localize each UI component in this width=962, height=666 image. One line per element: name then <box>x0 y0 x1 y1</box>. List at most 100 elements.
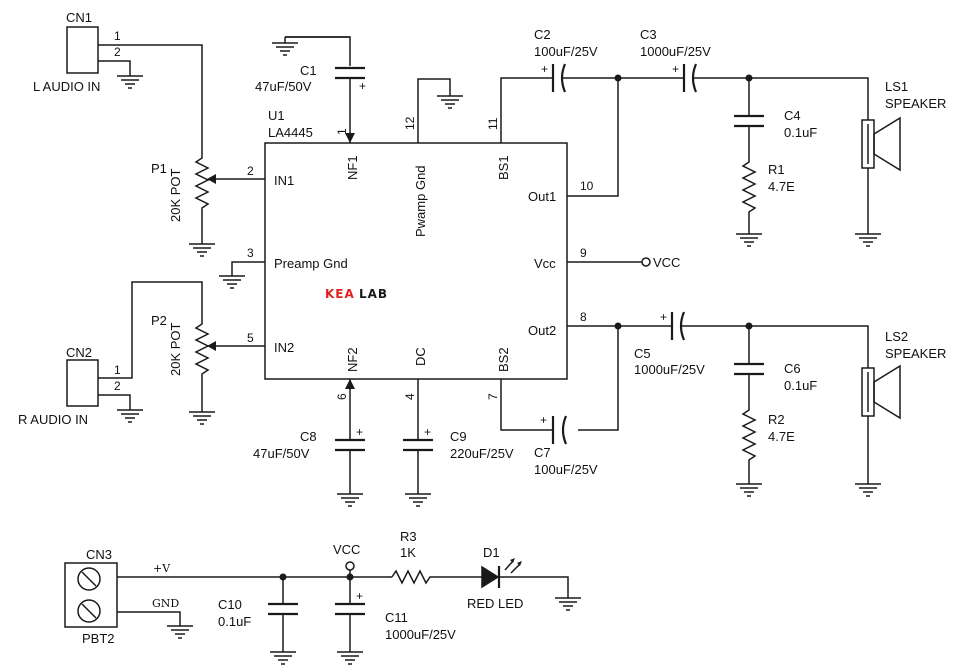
pin-num-1: 1 <box>335 128 349 135</box>
ls2-ref: LS2 <box>885 329 908 344</box>
ls2-value: SPEAKER <box>885 346 946 361</box>
ic-u1-body <box>264 142 568 380</box>
pin-label-pwamp-gnd: Pwamp Gnd <box>413 165 428 237</box>
cn1-label: L AUDIO IN <box>33 79 100 94</box>
pin-label-vcc: Vcc <box>534 256 556 271</box>
capacitor-c9 <box>403 438 433 452</box>
r3-ref: R3 <box>400 529 417 544</box>
pin-num-7: 7 <box>486 393 500 400</box>
c1-value: 47uF/50V <box>255 79 312 94</box>
pin-label-in1: IN1 <box>274 173 294 188</box>
cn3-terminal-block <box>64 562 118 628</box>
pin-num-10: 10 <box>580 179 594 193</box>
vcc-node-label: VCC <box>333 542 360 557</box>
cn3-ref: CN3 <box>86 547 112 562</box>
led-d1 <box>481 558 522 589</box>
c10-value: 0.1uF <box>218 614 251 629</box>
logo-part-1: KEA <box>325 287 355 301</box>
p1-ref: P1 <box>151 161 167 176</box>
pin-num-5: 5 <box>247 331 254 345</box>
speaker-ls1 <box>861 116 901 172</box>
pin-num-11: 11 <box>486 117 500 130</box>
c7-plus: + <box>540 413 547 427</box>
c9-ref: C9 <box>450 429 467 444</box>
c7-ref: C7 <box>534 445 551 460</box>
capacitor-c1 <box>335 66 365 80</box>
pin-num-3: 3 <box>247 246 254 260</box>
cn2-label: R AUDIO IN <box>18 412 88 427</box>
c3-plus: + <box>672 62 679 76</box>
pin-label-out1: Out1 <box>528 189 556 204</box>
c5-value: 1000uF/25V <box>634 362 705 377</box>
c3-value: 1000uF/25V <box>640 44 711 59</box>
c6-ref: C6 <box>784 361 801 376</box>
cn1-pin2: 2 <box>114 45 121 59</box>
c3-ref: C3 <box>640 27 657 42</box>
p2-ref: P2 <box>151 313 167 328</box>
kealab-logo: KEA LAB <box>325 287 388 301</box>
pin-label-out2: Out2 <box>528 323 556 338</box>
c6-value: 0.1uF <box>784 378 817 393</box>
cn3-gnd-label: GND <box>152 597 179 610</box>
capacitor-c8 <box>335 438 365 452</box>
c4-value: 0.1uF <box>784 125 817 140</box>
u1-part: LA4445 <box>268 125 313 140</box>
pin-label-preamp-gnd: Preamp Gnd <box>274 256 348 271</box>
cn1-ref: CN1 <box>66 10 92 25</box>
r1-value: 4.7E <box>768 179 795 194</box>
r1-ref: R1 <box>768 162 785 177</box>
pin-label-bs1: BS1 <box>496 155 511 180</box>
c2-value: 100uF/25V <box>534 44 598 59</box>
resistor-r2 <box>741 374 757 478</box>
speaker-ls2 <box>861 364 901 420</box>
c7-value: 100uF/25V <box>534 462 598 477</box>
c8-plus: + <box>356 425 363 439</box>
pin-num-9: 9 <box>580 246 587 260</box>
r2-ref: R2 <box>768 412 785 427</box>
cn2-pin2: 2 <box>114 379 121 393</box>
capacitor-c4 <box>734 114 764 128</box>
c11-plus: + <box>356 589 363 603</box>
potentiometer-p2 <box>194 318 247 406</box>
c5-ref: C5 <box>634 346 651 361</box>
vcc-label: VCC <box>653 255 680 270</box>
u1-ref: U1 <box>268 108 285 123</box>
capacitor-c7 <box>551 415 568 445</box>
c9-plus: + <box>424 425 431 439</box>
c9-value: 220uF/25V <box>450 446 514 461</box>
capacitor-c11 <box>335 602 365 616</box>
pin-label-bs2: BS2 <box>496 347 511 372</box>
c8-ref: C8 <box>300 429 317 444</box>
pin-label-nf2: NF2 <box>345 347 360 372</box>
c11-ref: C11 <box>385 610 408 625</box>
d1-value: RED LED <box>467 596 523 611</box>
pin-label-in2: IN2 <box>274 340 294 355</box>
resistor-r1 <box>741 126 757 228</box>
c8-value: 47uF/50V <box>253 446 310 461</box>
pin-num-12: 12 <box>403 116 417 130</box>
capacitor-c6 <box>734 362 764 376</box>
c2-plus: + <box>541 62 548 76</box>
cn3-label: PBT2 <box>82 631 115 646</box>
capacitor-c10 <box>268 602 298 616</box>
c2-ref: C2 <box>534 27 551 42</box>
pin-num-2: 2 <box>247 164 254 178</box>
cn2-ref: CN2 <box>66 345 92 360</box>
p2-value: 20K POT <box>168 322 183 376</box>
ls1-ref: LS1 <box>885 79 908 94</box>
cn1-pin1: 1 <box>114 29 121 43</box>
resistor-r3 <box>391 569 482 585</box>
cn3-v-label: +V <box>153 562 171 575</box>
cn2-pin1: 1 <box>114 363 121 377</box>
c10-ref: C10 <box>218 597 242 612</box>
pin-num-6: 6 <box>335 393 349 400</box>
p1-value: 20K POT <box>168 168 183 222</box>
c1-plus: + <box>359 79 366 93</box>
ls1-value: SPEAKER <box>885 96 946 111</box>
r2-value: 4.7E <box>768 429 795 444</box>
cn2-connector <box>66 359 99 407</box>
logo-part-2: LAB <box>359 287 388 301</box>
c11-value: 1000uF/25V <box>385 627 456 642</box>
d1-ref: D1 <box>483 545 500 560</box>
